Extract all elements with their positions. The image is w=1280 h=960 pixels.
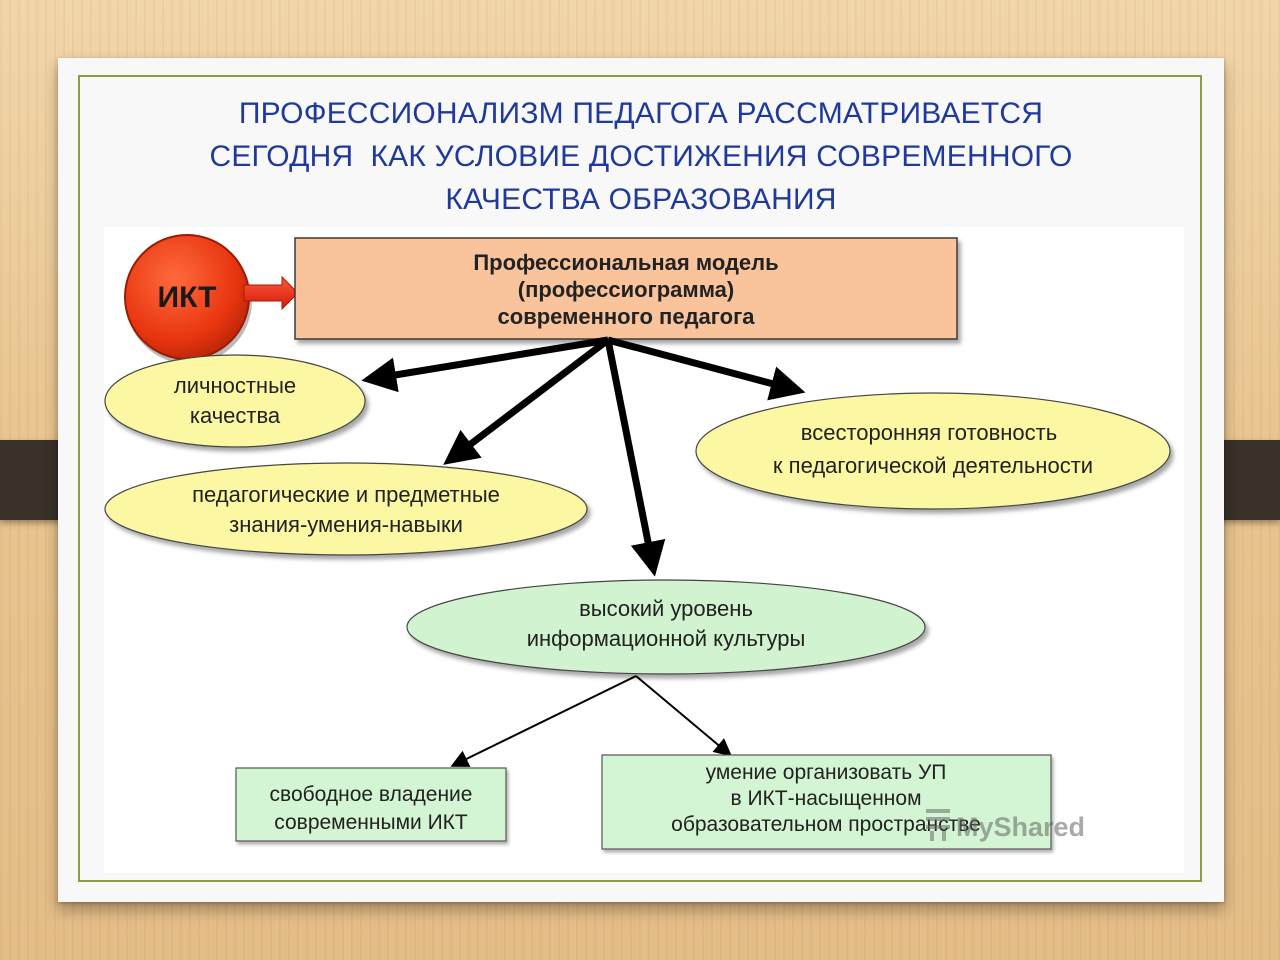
ict-circle-node: ИКТ [124, 234, 252, 364]
diagram-area: ИКТ Профессиональная модель (профессиогр… [104, 227, 1184, 873]
readiness-line-1: всесторонняя готовность [801, 420, 1057, 445]
personal-line-2: качества [190, 403, 281, 428]
culture-node: высокий уровень информационной культуры [406, 579, 926, 675]
culture-line-1: высокий уровень [579, 596, 753, 621]
model-node: Профессиональная модель (профессиограмма… [294, 237, 958, 340]
watermark-text: MyShared [956, 812, 1085, 842]
slide-card: ПРОФЕССИОНАЛИЗМ ПЕДАГОГА РАССМАТРИВАЕТСЯ… [58, 58, 1224, 902]
title-line-3: КАЧЕСТВА ОБРАЗОВАНИЯ [445, 183, 837, 216]
arrow-to-personal [361, 336, 609, 393]
organize-line-1: умение организовать УП [706, 761, 947, 784]
title-line-2: СЕГОДНЯ КАК УСЛОВИЕ ДОСТИЖЕНИЯ СОВРЕМЕНН… [209, 140, 1073, 173]
culture-line-2: информационной культуры [527, 626, 806, 651]
model-line-3: современного педагога [498, 304, 756, 329]
title-line-1: ПРОФЕССИОНАЛИЗМ ПЕДАГОГА РАССМАТРИВАЕТСЯ [238, 97, 1044, 130]
organize-node: умение организовать УП в ИКТ-насыщенном … [601, 754, 1052, 850]
ict-skills-node: свободное владение современными ИКТ [235, 767, 507, 842]
ict-to-model-arrow [243, 275, 299, 311]
knowledge-line-2: знания-умения-навыки [229, 512, 463, 537]
personal-line-1: личностные [174, 373, 296, 398]
ict-skills-line-2: современными ИКТ [274, 811, 468, 834]
arrow-to-knowledge [443, 337, 611, 465]
model-line-1: Профессиональная модель [473, 250, 778, 275]
ict-label: ИКТ [158, 281, 217, 314]
readiness-node: всесторонняя готовность к педагогической… [695, 392, 1171, 510]
arrow-to-culture [604, 339, 666, 577]
knowledge-line-1: педагогические и предметные [192, 482, 500, 507]
arrow-to-organize [635, 675, 733, 757]
personal-qualities-node: личностные качества [104, 354, 366, 448]
organize-line-3: образовательном пространстве [671, 813, 981, 836]
slide-title: ПРОФЕССИОНАЛИЗМ ПЕДАГОГА РАССМАТРИВАЕТСЯ… [58, 92, 1224, 221]
knowledge-node: педагогические и предметные знания-умени… [104, 462, 588, 556]
model-line-2: (профессиограмма) [518, 277, 735, 302]
myshared-watermark: MyShared [926, 809, 1085, 842]
arrow-to-ict-skills [450, 675, 637, 767]
slide-frame [78, 75, 1202, 882]
diagram-svg: ИКТ Профессиональная модель (профессиогр… [104, 234, 1171, 850]
organize-line-2: в ИКТ-насыщенном [730, 787, 921, 810]
watermark-logo-icon [926, 809, 950, 841]
ict-skills-line-1: свободное владение [270, 783, 473, 806]
arrow-to-readiness [607, 336, 806, 401]
readiness-line-2: к педагогической деятельности [773, 453, 1093, 478]
